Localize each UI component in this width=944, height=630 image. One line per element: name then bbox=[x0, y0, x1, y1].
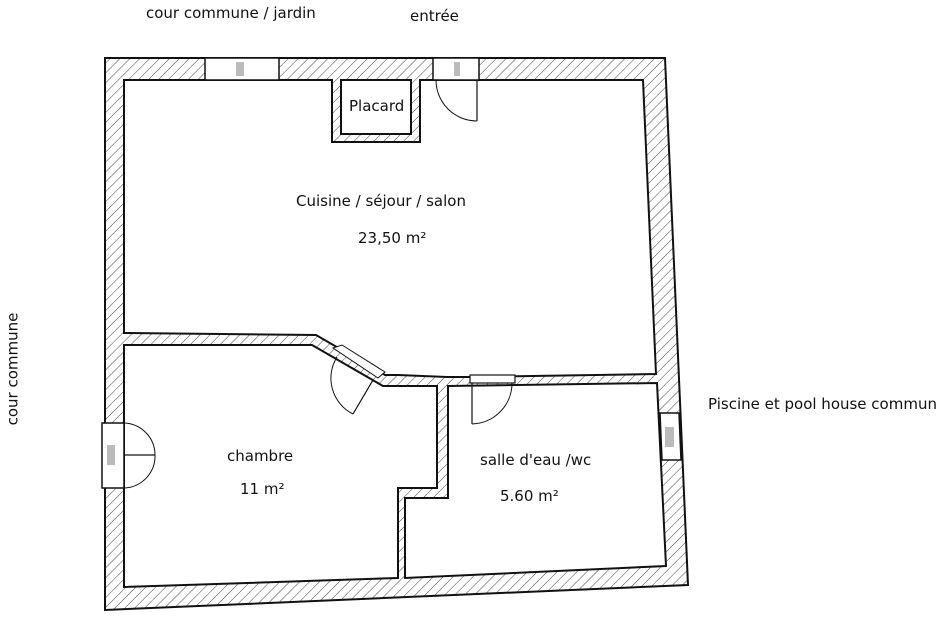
room-area-chambre: 11 m² bbox=[240, 480, 285, 498]
label-entree: entrée bbox=[410, 7, 459, 25]
room-cuisine bbox=[123, 79, 658, 378]
door-chambre[interactable] bbox=[330, 344, 386, 415]
room-salle-eau bbox=[404, 381, 668, 580]
room-placard bbox=[340, 79, 412, 135]
room-name-cuisine: Cuisine / séjour / salon bbox=[296, 192, 466, 210]
window-right bbox=[659, 412, 682, 461]
door-left[interactable] bbox=[101, 422, 156, 489]
room-name-placard: Placard bbox=[349, 97, 405, 115]
room-name-salle-eau: salle d'eau /wc bbox=[480, 451, 592, 469]
room-area-salle-eau: 5.60 m² bbox=[500, 487, 559, 505]
door-entree[interactable] bbox=[432, 57, 480, 122]
window-top-left bbox=[204, 57, 280, 81]
room-area-cuisine: 23,50 m² bbox=[358, 229, 427, 247]
door-salle-eau[interactable] bbox=[469, 374, 516, 425]
room-name-chambre: chambre bbox=[227, 447, 294, 465]
label-cour-jardin: cour commune / jardin bbox=[146, 4, 316, 22]
label-piscine: Piscine et pool house commun bbox=[708, 395, 937, 413]
label-cour-commune: cour commune bbox=[3, 312, 22, 426]
